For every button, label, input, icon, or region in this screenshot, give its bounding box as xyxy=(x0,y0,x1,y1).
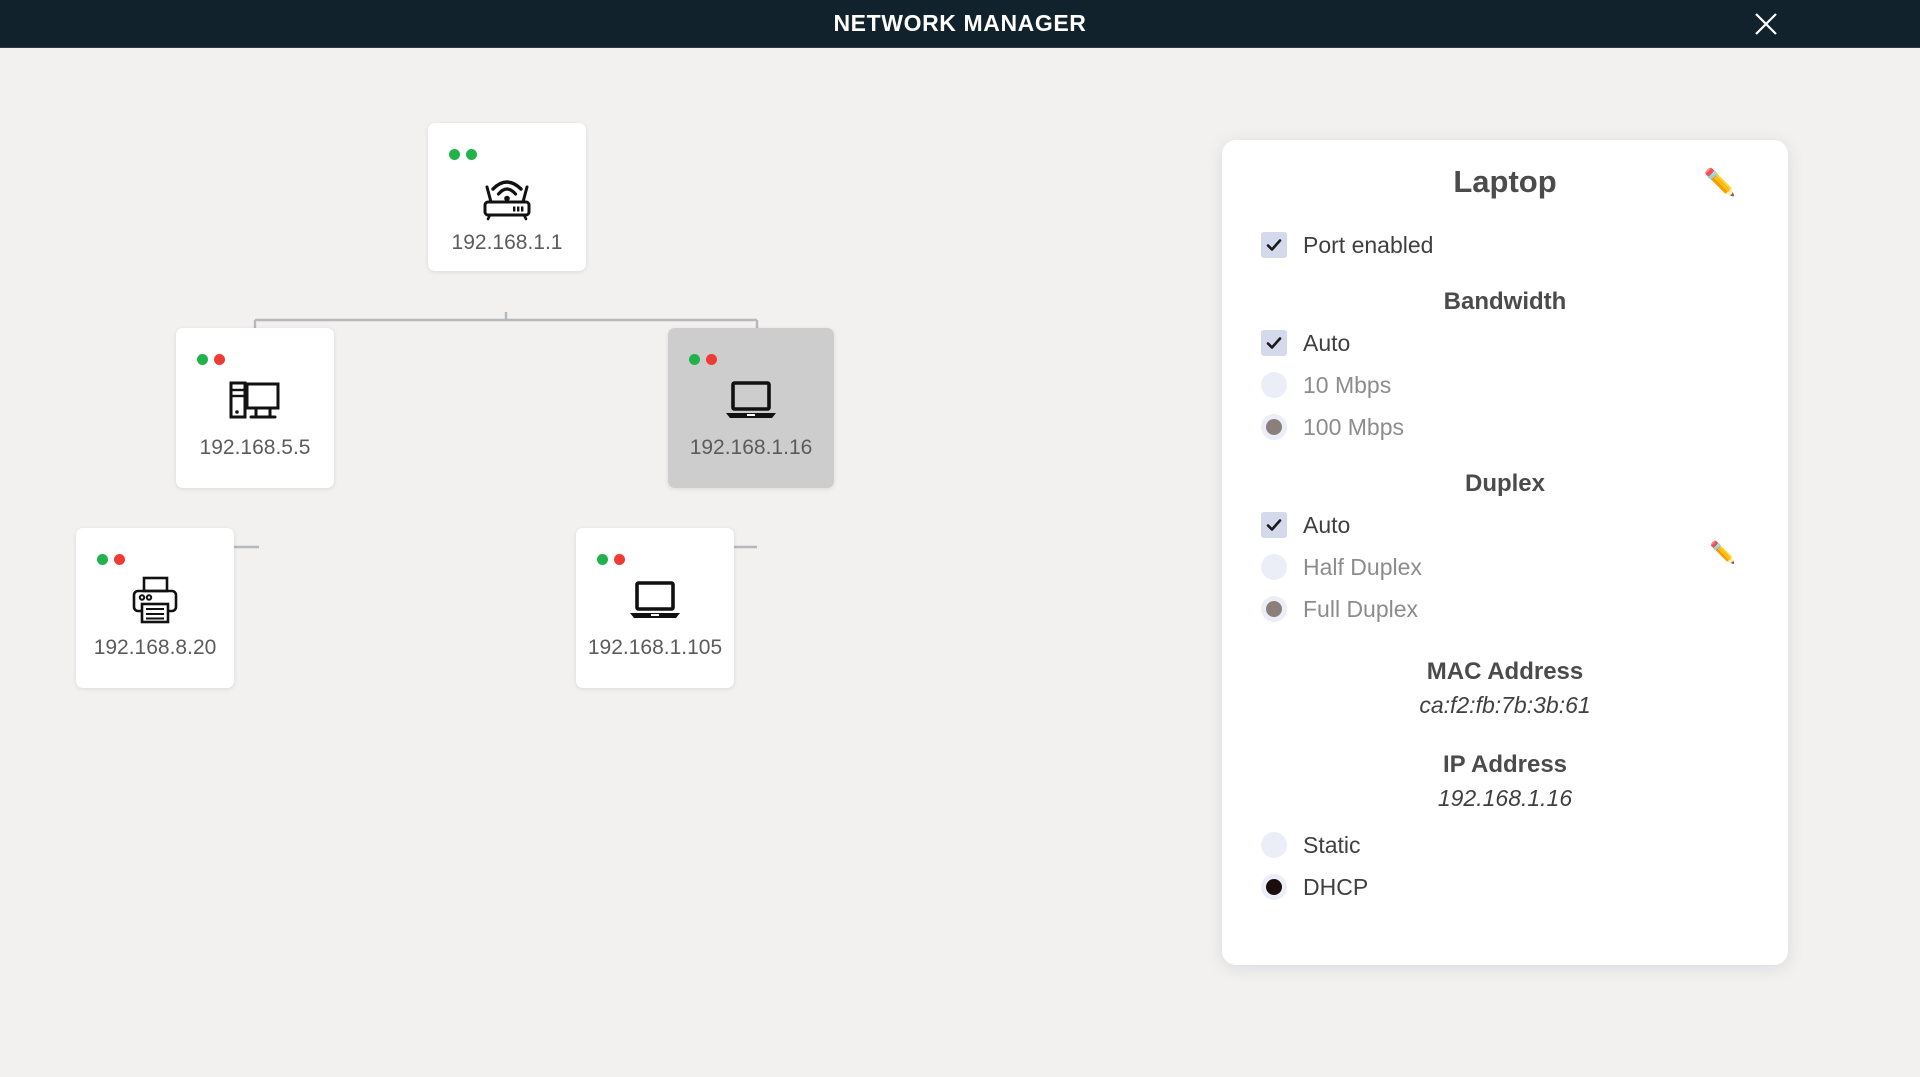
duplex-heading: Duplex xyxy=(1464,470,1545,497)
duplex-option-auto[interactable]: Auto xyxy=(1222,504,1788,546)
wifi-router-icon xyxy=(475,167,539,223)
duplex-option-full[interactable]: Full Duplex xyxy=(1222,588,1788,630)
node-ip-label: 192.168.5.5 xyxy=(199,436,311,459)
laptop-icon xyxy=(626,572,684,628)
ip-address-value: 192.168.1.16 xyxy=(1437,785,1573,811)
node-ip-label: 192.168.1.16 xyxy=(689,436,813,459)
bandwidth-heading: Bandwidth xyxy=(1443,288,1567,315)
status-dot-green xyxy=(97,554,108,565)
bandwidth-auto-label: Auto xyxy=(1303,329,1351,356)
static-label: Static xyxy=(1303,831,1361,858)
node-ip-label: 192.168.8.20 xyxy=(93,636,217,659)
bandwidth-option-auto[interactable]: Auto xyxy=(1222,322,1788,364)
port-enabled-label: Port enabled xyxy=(1303,231,1434,258)
topology-node-router[interactable]: 192.168.1.1 xyxy=(428,123,586,271)
duplex-full-radio[interactable] xyxy=(1261,596,1287,622)
bandwidth-10mbps-label: 10 Mbps xyxy=(1303,371,1392,398)
node-ip-label: 192.168.1.105 xyxy=(587,636,723,659)
node-ip-label: 192.168.1.1 xyxy=(451,231,563,254)
topology-node-desktop[interactable]: 192.168.5.5 xyxy=(176,328,334,488)
dhcp-label: DHCP xyxy=(1303,873,1369,900)
bandwidth-option-100mbps[interactable]: 100 Mbps xyxy=(1222,406,1788,448)
port-enabled-checkbox[interactable] xyxy=(1261,232,1287,258)
status-indicators xyxy=(597,554,625,565)
device-details-panel: Laptop ✏️ Port enabled Bandwidth Auto 10… xyxy=(1222,140,1788,965)
panel-header: Laptop ✏️ xyxy=(1222,140,1788,224)
panel-title: Laptop xyxy=(1453,164,1557,199)
port-enabled-row[interactable]: Port enabled xyxy=(1222,224,1788,266)
topology-node-laptop-selected[interactable]: 192.168.1.16 xyxy=(668,328,834,488)
status-dot-green xyxy=(466,149,477,160)
status-dot-green xyxy=(689,354,700,365)
printer-icon xyxy=(126,572,184,628)
duplex-auto-checkbox[interactable] xyxy=(1261,512,1287,538)
static-radio[interactable] xyxy=(1261,832,1287,858)
topology-node-laptop-2[interactable]: 192.168.1.105 xyxy=(576,528,734,688)
close-icon[interactable] xyxy=(1746,4,1786,44)
status-dot-red xyxy=(114,554,125,565)
status-dot-green xyxy=(449,149,460,160)
mac-address-heading: MAC Address xyxy=(1426,658,1584,685)
status-indicators xyxy=(689,354,717,365)
status-indicators xyxy=(449,149,477,160)
ip-address-row: 192.168.1.16 ✏️ xyxy=(1222,542,1788,812)
bandwidth-100mbps-radio[interactable] xyxy=(1261,414,1287,440)
pencil-edit-icon[interactable]: ✏️ xyxy=(1703,167,1736,197)
topology-canvas: 192.168.1.1 192.168.5.5 xyxy=(0,47,1920,1077)
ip-address-pencil-edit-icon[interactable]: ✏️ xyxy=(1709,541,1736,564)
status-dot-green xyxy=(197,354,208,365)
duplex-option-half[interactable]: Half Duplex xyxy=(1222,546,1788,588)
duplex-full-label: Full Duplex xyxy=(1303,595,1419,622)
bandwidth-100mbps-label: 100 Mbps xyxy=(1303,413,1405,440)
mac-address-value: ca:f2:fb:7b:3b:61 xyxy=(1419,692,1591,718)
duplex-auto-label: Auto xyxy=(1303,511,1351,538)
duplex-half-label: Half Duplex xyxy=(1303,553,1422,580)
ip-address-heading: IP Address xyxy=(1442,751,1568,778)
laptop-icon xyxy=(722,372,780,428)
duplex-half-radio[interactable] xyxy=(1261,554,1287,580)
bandwidth-10mbps-radio[interactable] xyxy=(1261,372,1287,398)
addressing-option-dhcp[interactable]: DHCP xyxy=(1222,866,1788,908)
status-dot-green xyxy=(597,554,608,565)
topology-node-printer[interactable]: 192.168.8.20 xyxy=(76,528,234,688)
status-indicators xyxy=(197,354,225,365)
desktop-computer-icon xyxy=(225,372,285,428)
mac-address-row: ca:f2:fb:7b:3b:61 ✏️ xyxy=(1222,542,1788,719)
status-indicators xyxy=(97,554,125,565)
window-titlebar: NETWORK MANAGER xyxy=(0,0,1920,48)
mac-address-pencil-edit-icon[interactable]: ✏️ xyxy=(1709,541,1736,564)
dhcp-radio[interactable] xyxy=(1261,874,1287,900)
window-title: NETWORK MANAGER xyxy=(833,10,1087,36)
status-dot-red xyxy=(214,354,225,365)
addressing-option-static[interactable]: Static xyxy=(1222,824,1788,866)
status-dot-red xyxy=(706,354,717,365)
status-dot-red xyxy=(614,554,625,565)
bandwidth-auto-checkbox[interactable] xyxy=(1261,330,1287,356)
bandwidth-option-10mbps[interactable]: 10 Mbps xyxy=(1222,364,1788,406)
